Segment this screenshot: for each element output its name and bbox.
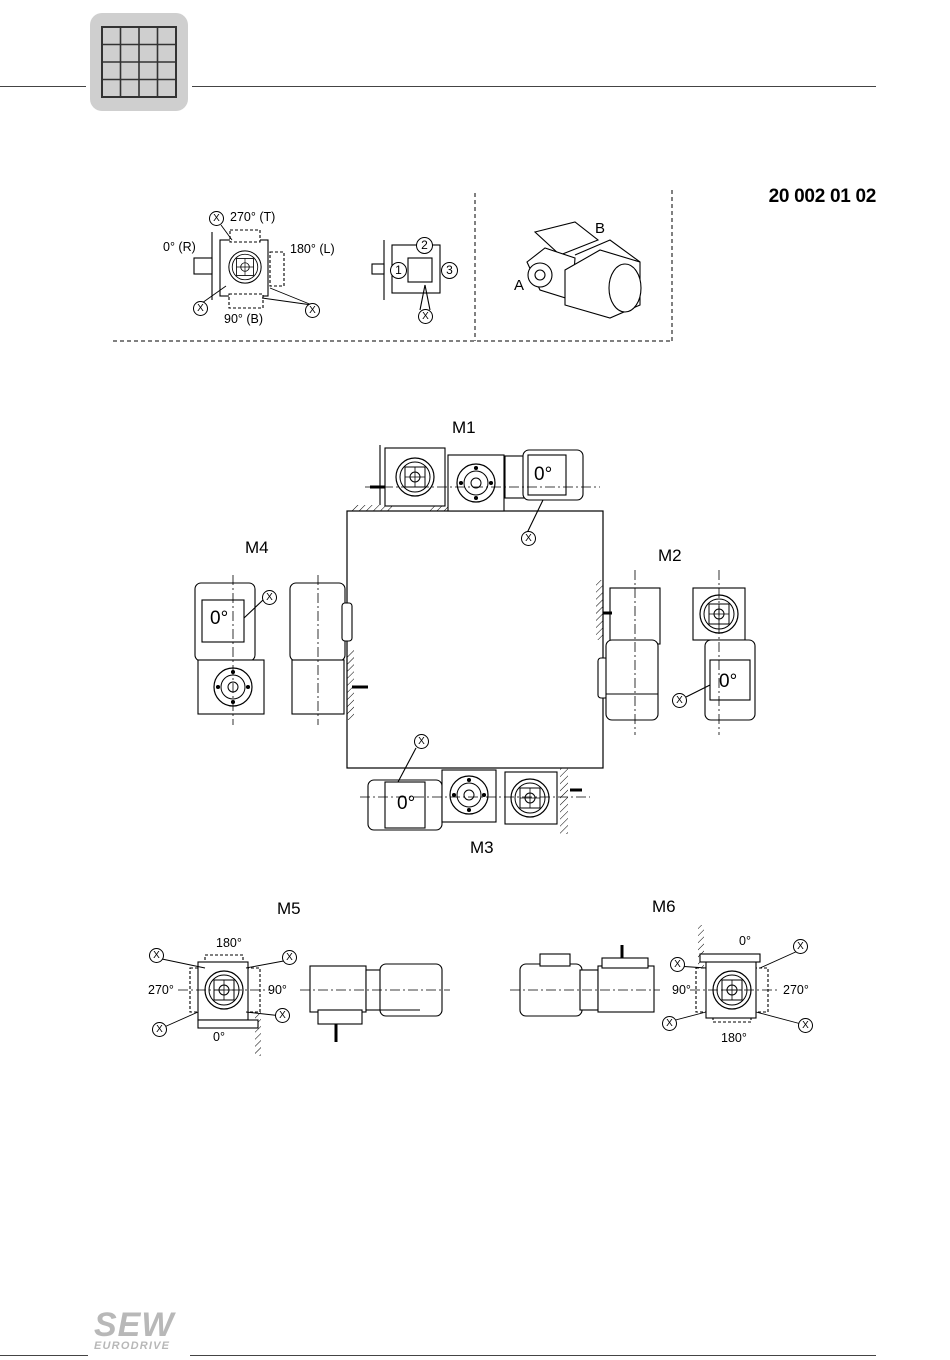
m1-motor-label: 0°	[534, 464, 552, 486]
terminal-position-3: 3	[441, 262, 458, 279]
footer-rule-left	[0, 1355, 88, 1356]
m4-label: M4	[245, 538, 269, 558]
m6-angle-270: 270°	[783, 983, 809, 997]
x-marker: X	[521, 531, 536, 546]
x-marker: X	[275, 1008, 290, 1023]
side-a-label: A	[514, 277, 524, 294]
angle-180-label: 180° (L)	[290, 242, 335, 256]
x-marker: X	[305, 303, 320, 318]
footer-rule-right	[190, 1355, 876, 1356]
motor-3d-sketch	[527, 222, 641, 318]
m6-angle-90: 90°	[672, 983, 691, 997]
x-marker: X	[149, 948, 164, 963]
sew-logo: SEW EURODRIVE	[94, 1310, 174, 1352]
x-marker: X	[209, 211, 224, 226]
x-marker: X	[282, 950, 297, 965]
m4-drawing	[195, 575, 368, 725]
x-marker: X	[418, 309, 433, 324]
m5-angle-180: 180°	[216, 936, 242, 950]
x-marker: X	[414, 734, 429, 749]
mounting-block	[347, 511, 603, 768]
x-marker: X	[152, 1022, 167, 1037]
x-marker: X	[193, 301, 208, 316]
side-b-label: B	[595, 220, 605, 237]
m6-label: M6	[652, 897, 676, 917]
terminal-position-2: 2	[416, 237, 433, 254]
m5-label: M5	[277, 899, 301, 919]
angle-0-label: 0° (R)	[163, 240, 196, 254]
logo-top-text: SEW	[94, 1310, 174, 1340]
x-marker: X	[262, 590, 277, 605]
m1-label: M1	[452, 418, 476, 438]
angle-270-label: 270° (T)	[230, 210, 275, 224]
m6-angle-180: 180°	[721, 1031, 747, 1045]
m6-angle-0: 0°	[739, 934, 751, 948]
x-marker: X	[793, 939, 808, 954]
m5-angle-270: 270°	[148, 983, 174, 997]
m2-label: M2	[658, 546, 682, 566]
m2-drawing	[596, 570, 755, 735]
x-marker: X	[798, 1018, 813, 1033]
x-marker: X	[672, 693, 687, 708]
m5-angle-90: 90°	[268, 983, 287, 997]
logo-bottom-text: EURODRIVE	[94, 1340, 174, 1352]
m4-motor-label: 0°	[210, 608, 228, 630]
m2-motor-label: 0°	[719, 671, 737, 693]
angle-legend-drawing	[194, 230, 284, 308]
m3-label: M3	[470, 838, 494, 858]
x-marker: X	[670, 957, 685, 972]
x-marker: X	[662, 1016, 677, 1031]
m5-angle-0: 0°	[213, 1030, 225, 1044]
angle-90-label: 90° (B)	[224, 312, 263, 326]
m3-motor-label: 0°	[397, 793, 415, 815]
terminal-position-1: 1	[390, 262, 407, 279]
